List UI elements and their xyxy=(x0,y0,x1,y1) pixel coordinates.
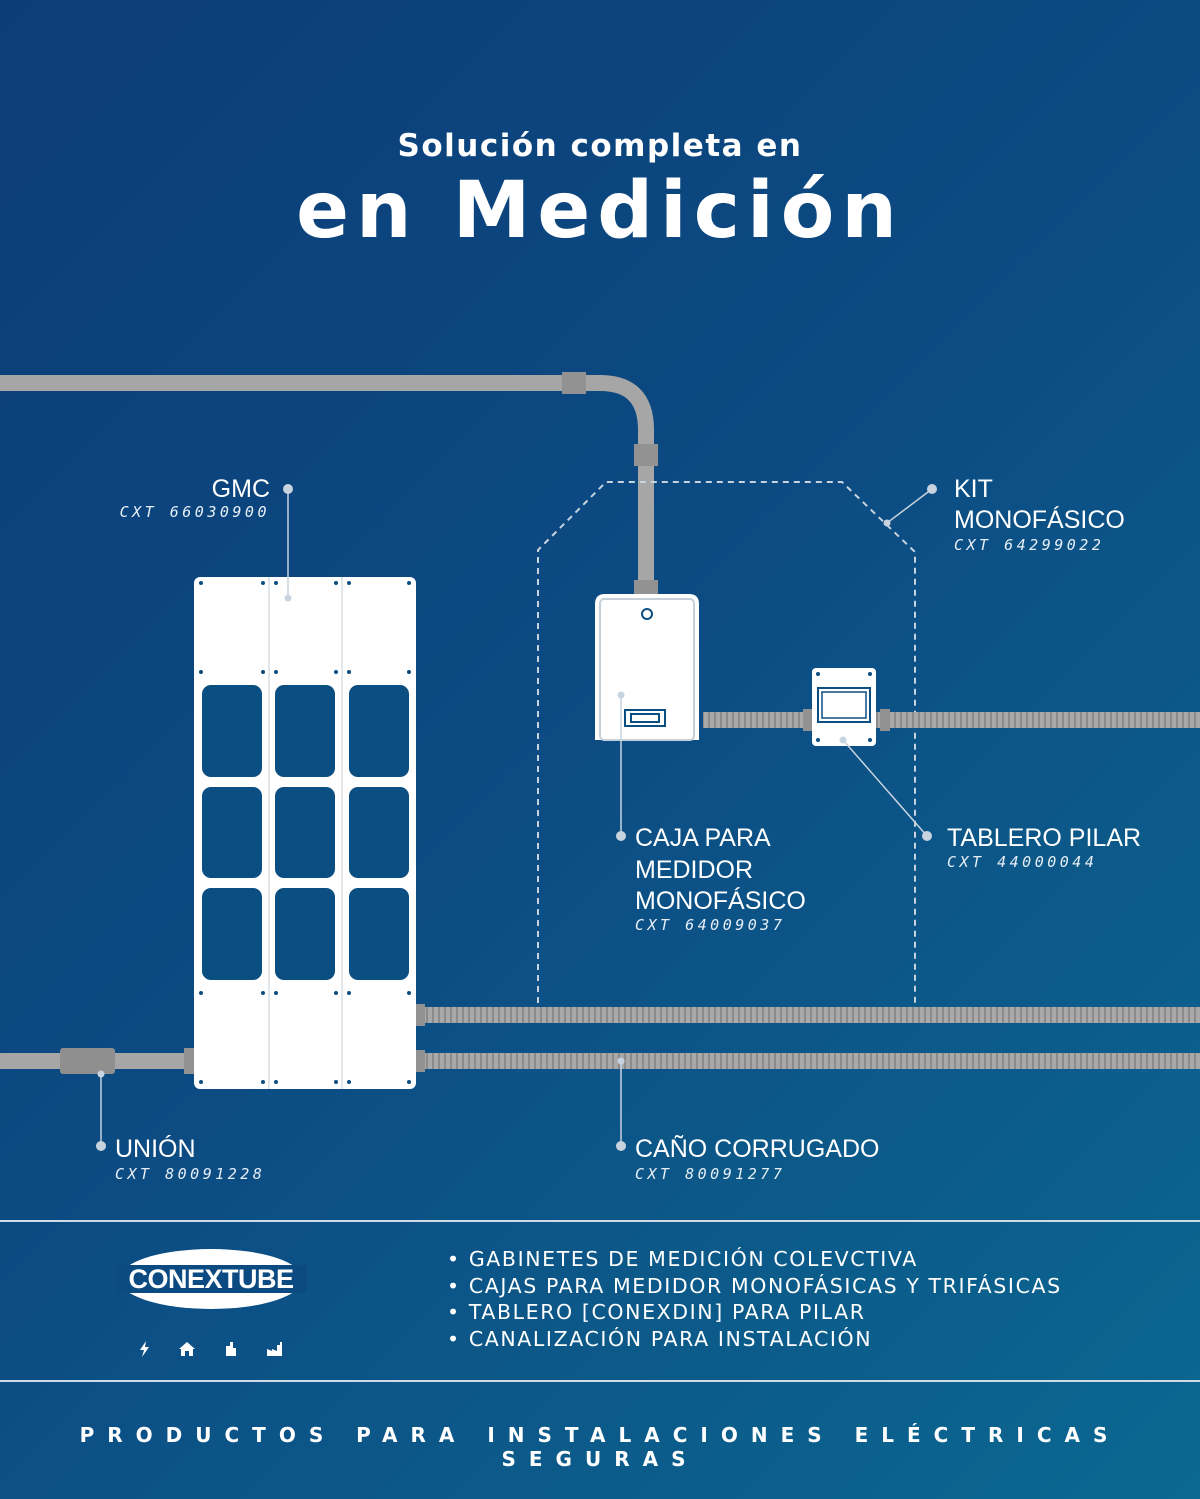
caja-label-line2: MEDIDOR xyxy=(635,856,754,884)
gmc-label: GMC xyxy=(211,475,270,503)
vertical-pipe-coupling xyxy=(634,444,658,466)
kit-label-line2: MONOFÁSICO xyxy=(954,506,1125,534)
top-pipe xyxy=(0,375,654,590)
union-fitting xyxy=(60,1048,115,1074)
building-icon xyxy=(226,1342,236,1356)
factory-icon xyxy=(267,1342,282,1356)
pipe-connector xyxy=(803,709,813,731)
vertical-pipe-coupling xyxy=(634,580,658,596)
tablero-code: CXT 44000044 xyxy=(947,853,1098,871)
conextube-logo: CONEXTUBE xyxy=(115,1245,307,1313)
pipe-connector xyxy=(415,1004,425,1026)
union-code: CXT 80091228 xyxy=(115,1165,266,1183)
caja-label-line3: MONOFÁSICO xyxy=(635,887,806,915)
cano-code: CXT 80091277 xyxy=(635,1165,786,1183)
features-list: GABINETES DE MEDICIÓN COLEVCTIVA CAJAS P… xyxy=(447,1246,1062,1353)
corrugated-pipe-right-kit xyxy=(703,712,1200,728)
union-label: UNIÓN xyxy=(115,1135,196,1163)
caja-label-line1: CAJA PARA xyxy=(635,824,771,852)
pipe-connector xyxy=(184,1048,196,1074)
feature-item: CANALIZACIÓN PARA INSTALACIÓN xyxy=(447,1326,1062,1353)
home-icon xyxy=(179,1342,195,1356)
title-line-2: en Medición xyxy=(296,166,904,256)
feature-item: CAJAS PARA MEDIDOR MONOFÁSICAS Y TRIFÁSI… xyxy=(447,1273,1062,1300)
bolt-icon xyxy=(140,1341,149,1357)
divider-bottom xyxy=(0,1380,1200,1382)
corrugated-pipe-lower xyxy=(415,1053,1200,1069)
pipe-connector xyxy=(415,1050,425,1072)
gmc-cabinet xyxy=(194,577,416,1089)
feature-item: TABLERO [CONEXDIN] PARA PILAR xyxy=(447,1299,1062,1326)
footer-tagline: PRODUCTOS PARA INSTALACIONES ELÉCTRICAS … xyxy=(79,1423,1121,1471)
brand-name: CONEXTUBE xyxy=(128,1264,293,1294)
cano-label: CAÑO CORRUGADO xyxy=(635,1135,880,1163)
title-line-1: Solución completa en xyxy=(397,128,803,164)
meter-box xyxy=(595,594,699,741)
corrugated-pipe-upper xyxy=(415,1007,1200,1023)
caja-code: CXT 64009037 xyxy=(635,916,786,934)
gmc-code: CXT 66030900 xyxy=(119,503,270,521)
tablero-pilar-box xyxy=(812,668,876,746)
kit-code: CXT 64299022 xyxy=(954,536,1105,554)
kit-label-line1: KIT xyxy=(954,475,993,503)
divider-top xyxy=(0,1220,1200,1222)
pipe-connector xyxy=(880,709,890,731)
tablero-label: TABLERO PILAR xyxy=(947,824,1142,852)
kit-dashed-outline xyxy=(537,481,916,1003)
feature-item: GABINETES DE MEDICIÓN COLEVCTIVA xyxy=(447,1246,1062,1273)
top-pipe-coupling xyxy=(562,372,586,394)
